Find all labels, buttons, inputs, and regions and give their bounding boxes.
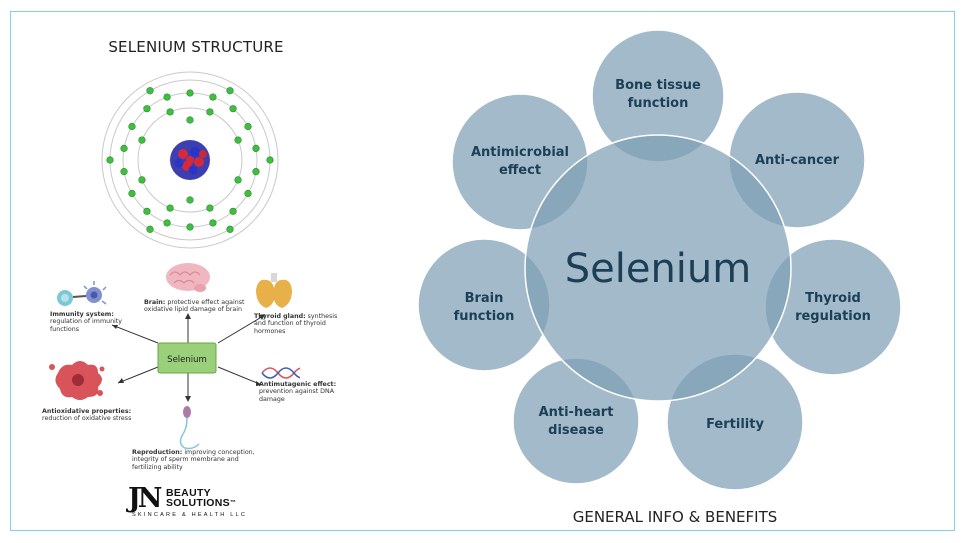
structure-title: SELENIUM STRUCTURE [108,38,284,56]
electron [163,219,171,227]
electron [266,156,274,164]
electron [252,144,260,152]
benefit-label-anticancer: Anti-cancer [755,153,840,168]
immunity-caption: Immunity system: regulation of immunity … [50,311,122,333]
electron [166,108,174,116]
arrows [111,314,266,400]
reproduction-text: improving conception, integrity of sperm… [132,449,255,471]
brain-icon [166,263,210,292]
electron [226,225,234,233]
benefit-label-antiheart-line2: disease [548,423,604,438]
electron [128,189,136,198]
antioxidative-heading: Antioxidative properties [42,408,129,415]
electron [206,204,214,212]
brain-text: protective effect against oxidative lipi… [144,299,245,314]
benefit-label-antimicrobial-line1: Antimicrobial [471,145,569,160]
benefits-diagram: Selenium Bone tissue function Anti-cance… [417,29,902,491]
selenium-functions-diagram: Selenium [49,263,300,450]
electron [143,105,151,113]
immunity-heading: Immunity system [50,311,112,318]
antioxidative-text: reduction of oxidative stress [42,415,132,423]
arrowheads [112,313,265,402]
benefit-label-brain-line2: function [454,309,515,324]
benefit-label-thyroid-line1: Thyroid [805,291,861,306]
electron [163,93,171,101]
immunity-text: regulation of immunity functions [50,318,122,333]
benefits-caption: GENERAL INFO & BENEFITS [572,508,778,526]
logo-line1: BEAUTY [166,487,211,499]
electron [146,87,154,95]
antimutagenic-heading: Antimutagenic effect [259,381,334,388]
reproduction-heading: Reproduction [132,449,180,456]
electron [186,223,194,231]
brain-heading: Brain [144,299,163,306]
thyroid-text: synthesis and function of thyroid hormon… [254,313,338,335]
benefit-label-fertility: Fertility [706,417,764,432]
benefit-label-thyroid-line2: regulation [795,309,871,324]
nucleus-icon [170,140,210,180]
selenium-atom-diagram [101,71,279,249]
electron [138,136,146,144]
benefit-label-bone-line1: Bone tissue [615,78,701,93]
electron [252,168,260,176]
brain-caption: Brain: protective effect against oxidati… [144,299,245,314]
thyroid-heading: Thyroid gland [254,313,304,320]
electron [206,108,214,116]
electron [138,176,146,184]
logo-tm: ™ [229,500,237,506]
immune-cells-icon [57,281,107,306]
antioxidative-caption: Antioxidative properties: reduction of o… [42,408,132,423]
thyroid-icon [256,273,292,308]
sperm-icon [179,406,200,450]
electron [120,144,128,152]
electron [106,156,114,164]
electron [146,225,154,233]
antimutagenic-text: prevention against DNA damage [259,388,335,403]
benefit-label-bone-line2: function [628,96,689,111]
electron [229,207,237,215]
electron [186,89,194,97]
selenium-box-label: Selenium [167,355,207,365]
electron [234,136,242,144]
electron [128,122,136,131]
dna-icon [261,367,300,379]
electron [244,122,252,131]
electron [186,116,194,124]
electron [120,168,128,176]
electron [226,87,234,95]
benefit-label-brain-line1: Brain [465,291,504,306]
logo-initials: JN [128,483,163,514]
electron [234,176,242,184]
antimutagenic-caption: Antimutagenic effect: prevention against… [259,381,337,403]
brand-logo: JN BEAUTY SOLUTIONS™ SKINCARE & HEALTH L… [128,484,258,520]
thyroid-caption: Thyroid gland: synthesis and function of… [254,313,338,335]
benefit-label-antimicrobial-line2: effect [499,163,541,178]
electron [209,93,217,101]
electron [166,204,174,212]
selenium-center-circle [524,134,792,402]
electron [209,219,217,227]
logo-name: BEAUTY SOLUTIONS™ [166,487,237,509]
electron-shells [106,87,274,233]
logo-subtitle: SKINCARE & HEALTH LLC [132,512,248,518]
electron [244,189,252,198]
reproduction-caption: Reproduction: improving conception, inte… [132,449,255,471]
logo-line2: SOLUTIONS [166,497,230,509]
electron [229,105,237,113]
selenium-center-label: Selenium [565,246,752,292]
cell-icon [49,361,105,400]
electron [186,196,194,204]
benefit-label-antiheart-line1: Anti-heart [539,405,614,420]
electron [143,207,151,215]
selenium-box [157,342,217,374]
slide-frame [10,11,955,531]
